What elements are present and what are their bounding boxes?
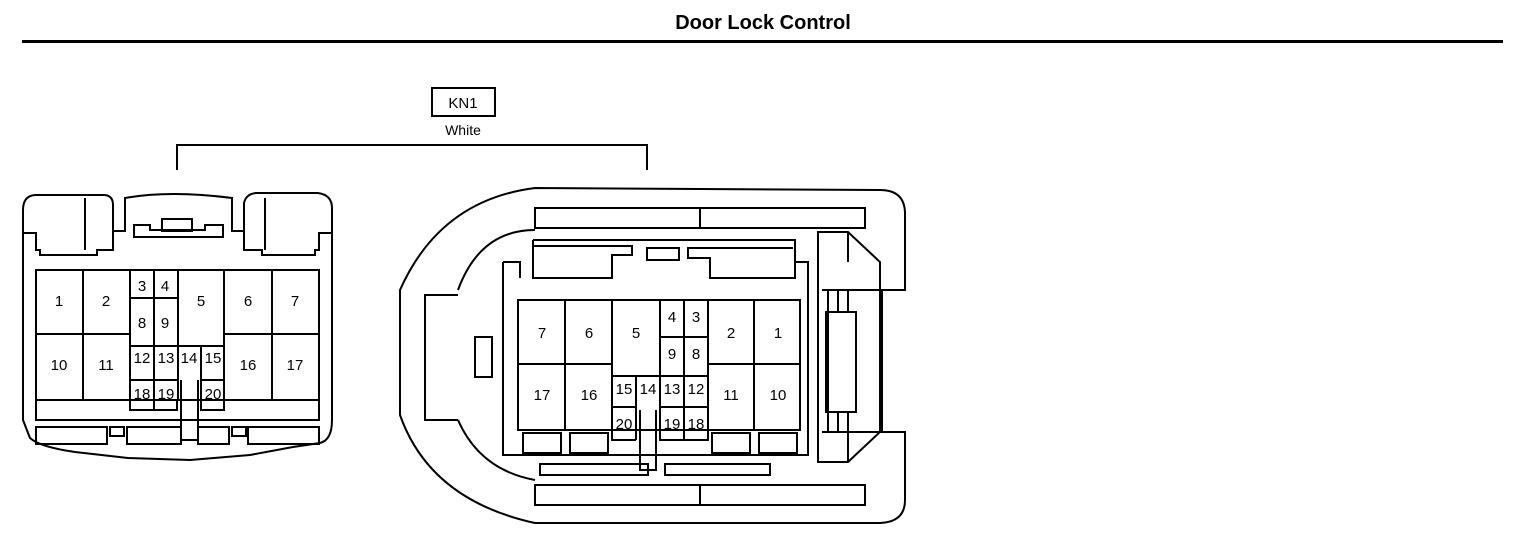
component-pin: 1 [774,325,782,342]
component-pin: 17 [534,387,551,404]
harness-pin: 3 [138,278,146,295]
harness-pin: 17 [287,357,304,374]
harness-pin: 20 [205,386,222,403]
component-pin: 5 [632,325,640,342]
harness-pin: 13 [158,350,175,367]
component-pin: 12 [688,381,705,398]
view-bracket [176,144,648,170]
page-title: Door Lock Control [675,12,851,34]
component-pin: 2 [727,325,735,342]
component-pin: 4 [668,309,676,326]
component-pin: 14 [640,381,657,398]
component-pin: 15 [616,381,633,398]
connector-color: White [445,122,481,138]
connector-id: KN1 [448,95,477,112]
harness-pin: 18 [134,386,151,403]
component-pin: 9 [668,346,676,363]
component-pin: 7 [538,325,546,342]
component-side-connector [399,186,906,524]
component-pin: 3 [692,309,700,326]
harness-side-connector [22,192,333,462]
harness-pin: 4 [161,278,169,295]
component-connector-outline [399,186,906,524]
component-pin: 18 [688,416,705,433]
connector-label: KN1 White [431,87,496,138]
component-pin: 13 [664,381,681,398]
harness-pin: 8 [138,315,146,332]
harness-pin: 1 [55,293,63,310]
harness-pin: 15 [205,350,222,367]
connector-id-box [431,87,496,117]
harness-pin: 12 [134,350,151,367]
component-pin: 8 [692,346,700,363]
harness-pin: 6 [244,293,252,310]
component-pin: 20 [616,416,633,433]
harness-pin: 7 [291,293,299,310]
harness-pin: 5 [197,293,205,310]
title-rule [22,40,1503,43]
harness-pin: 2 [102,293,110,310]
component-pin: 16 [581,387,598,404]
harness-pin: 19 [158,386,175,403]
component-pin: 6 [585,325,593,342]
harness-pin: 11 [98,357,114,374]
harness-pin: 9 [161,315,169,332]
harness-pin: 10 [51,357,68,374]
harness-pin: 16 [240,357,257,374]
harness-pin: 14 [181,350,198,367]
component-pin: 10 [770,387,787,404]
component-pin: 11 [723,387,739,404]
component-pin: 19 [664,416,681,433]
